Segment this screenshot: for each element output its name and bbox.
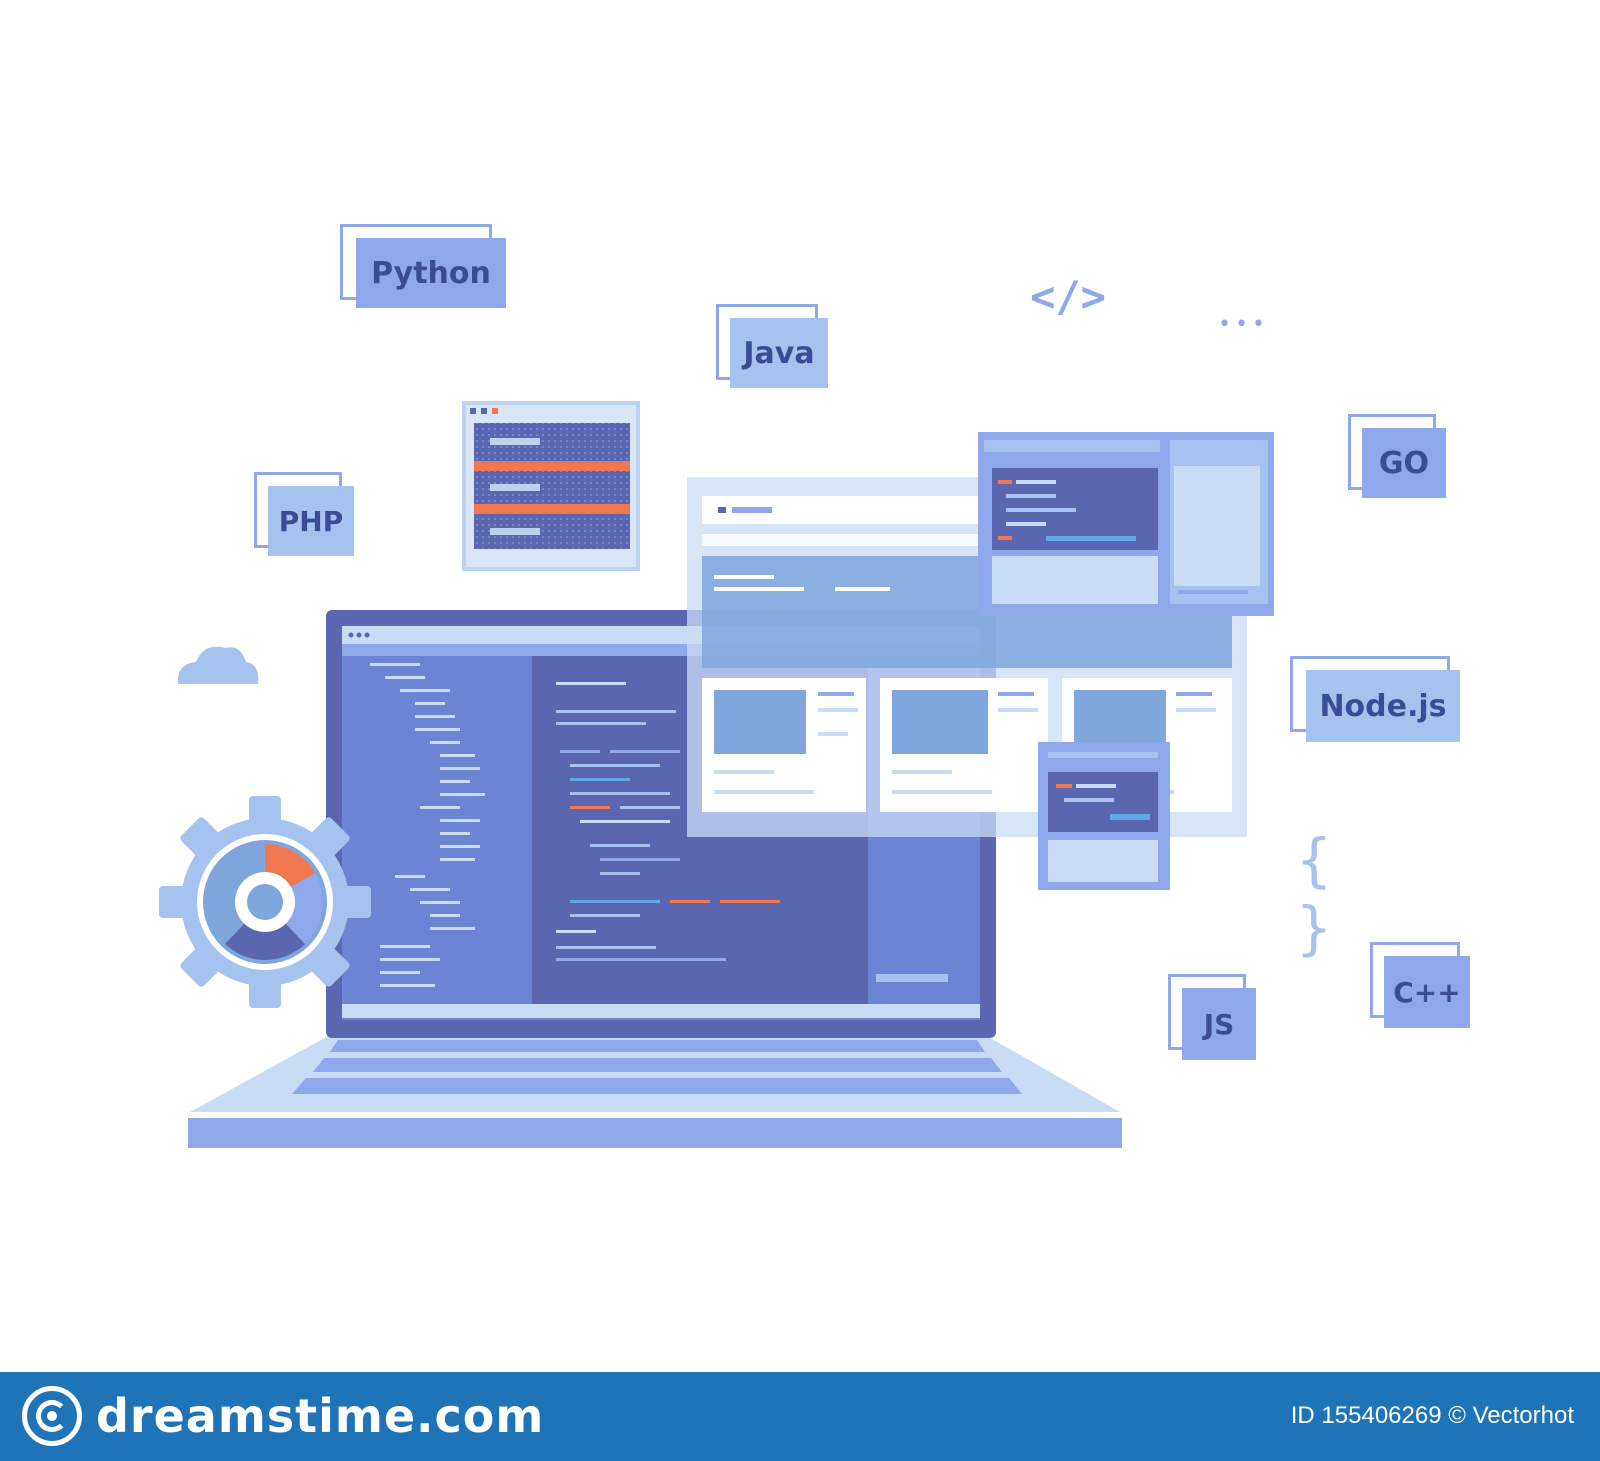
tag-nodejs: Node.js — [1290, 656, 1462, 744]
tag-python: Python — [340, 224, 510, 310]
laptop-keyboard — [188, 1035, 1122, 1148]
product-card — [702, 678, 866, 812]
image-id: ID 155406269 — [1290, 1402, 1442, 1429]
tag-nodejs-label: Node.js — [1306, 670, 1460, 742]
illustration-svg — [159, 401, 1274, 1148]
tag-go: GO — [1348, 414, 1448, 502]
tag-java-label: Java — [730, 318, 828, 388]
product-card — [880, 678, 1048, 812]
tag-php: PHP — [254, 472, 356, 558]
image-credit: ID 155406269 © Vectorhot — [1291, 1402, 1574, 1430]
tag-js-label: JS — [1182, 988, 1256, 1060]
dreamstime-logo-icon — [22, 1386, 82, 1446]
more-dots-icon: ••• — [1218, 312, 1269, 337]
footer-bar: dreamstime.com ID 155406269 © Vectorhot — [0, 1372, 1600, 1461]
tag-js: JS — [1168, 974, 1258, 1062]
tag-cpp-label: C++ — [1384, 956, 1470, 1028]
tag-java: Java — [716, 304, 830, 390]
code-editor-window — [978, 432, 1274, 616]
author-credit: © Vectorhot — [1448, 1402, 1574, 1429]
code-tag-icon: </> — [1030, 272, 1106, 321]
tag-php-label: PHP — [268, 486, 354, 556]
braces-icon: { } — [1296, 826, 1332, 962]
tag-cpp: C++ — [1370, 942, 1472, 1030]
server-rack-icon — [462, 401, 640, 571]
site-name[interactable]: dreamstime.com — [96, 1389, 545, 1443]
cloud-icon — [177, 646, 259, 684]
tag-go-label: GO — [1362, 428, 1446, 498]
small-code-window — [1038, 742, 1170, 890]
tag-python-label: Python — [356, 238, 506, 308]
illustration-scene: Python Java PHP GO Node.js JS C++ </> ••… — [159, 224, 1472, 1148]
gear-icon — [159, 796, 371, 1008]
